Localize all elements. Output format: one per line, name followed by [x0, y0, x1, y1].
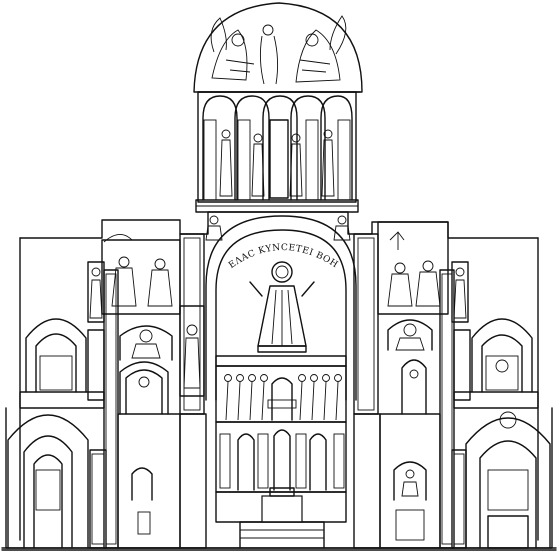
- left-upper-panel: [87, 234, 181, 323]
- angel-figure-left: [210, 17, 255, 81]
- right-panel-figures: [387, 260, 441, 307]
- dome-vault: [193, 2, 363, 93]
- right-arched-recess: [453, 318, 539, 409]
- left-panel-figures: [111, 256, 173, 307]
- angel-figure-center: [259, 24, 279, 85]
- drum-apostle-figures: [219, 129, 335, 197]
- eucharist-frieze: [215, 365, 347, 423]
- right-middle-panel: [387, 319, 433, 415]
- left-arched-recess: [19, 318, 105, 409]
- piers: [103, 233, 455, 549]
- right-nave-arcade: [379, 413, 441, 549]
- central-apse: ΜΟΥCΕΛΑC ΚΥΝCΕΤΕΙ ΒΟΗΘΗΟΝ: [0, 0, 357, 549]
- dome: [193, 2, 363, 93]
- angel-figure-right: [295, 15, 347, 83]
- altar-synthronon: [215, 487, 347, 549]
- right-upper-panel: [377, 221, 469, 323]
- left-nave-arcade: [117, 361, 181, 549]
- left-lower-chapel: [7, 414, 107, 549]
- left-middle-panel: [119, 305, 205, 397]
- drum: [195, 91, 359, 213]
- apse-lower-windows: [215, 421, 347, 493]
- virgin-orans-figure: [249, 261, 315, 353]
- drum-flank-figures: [205, 215, 351, 241]
- right-lower-chapel: [451, 411, 551, 549]
- drum-windows: [202, 95, 353, 201]
